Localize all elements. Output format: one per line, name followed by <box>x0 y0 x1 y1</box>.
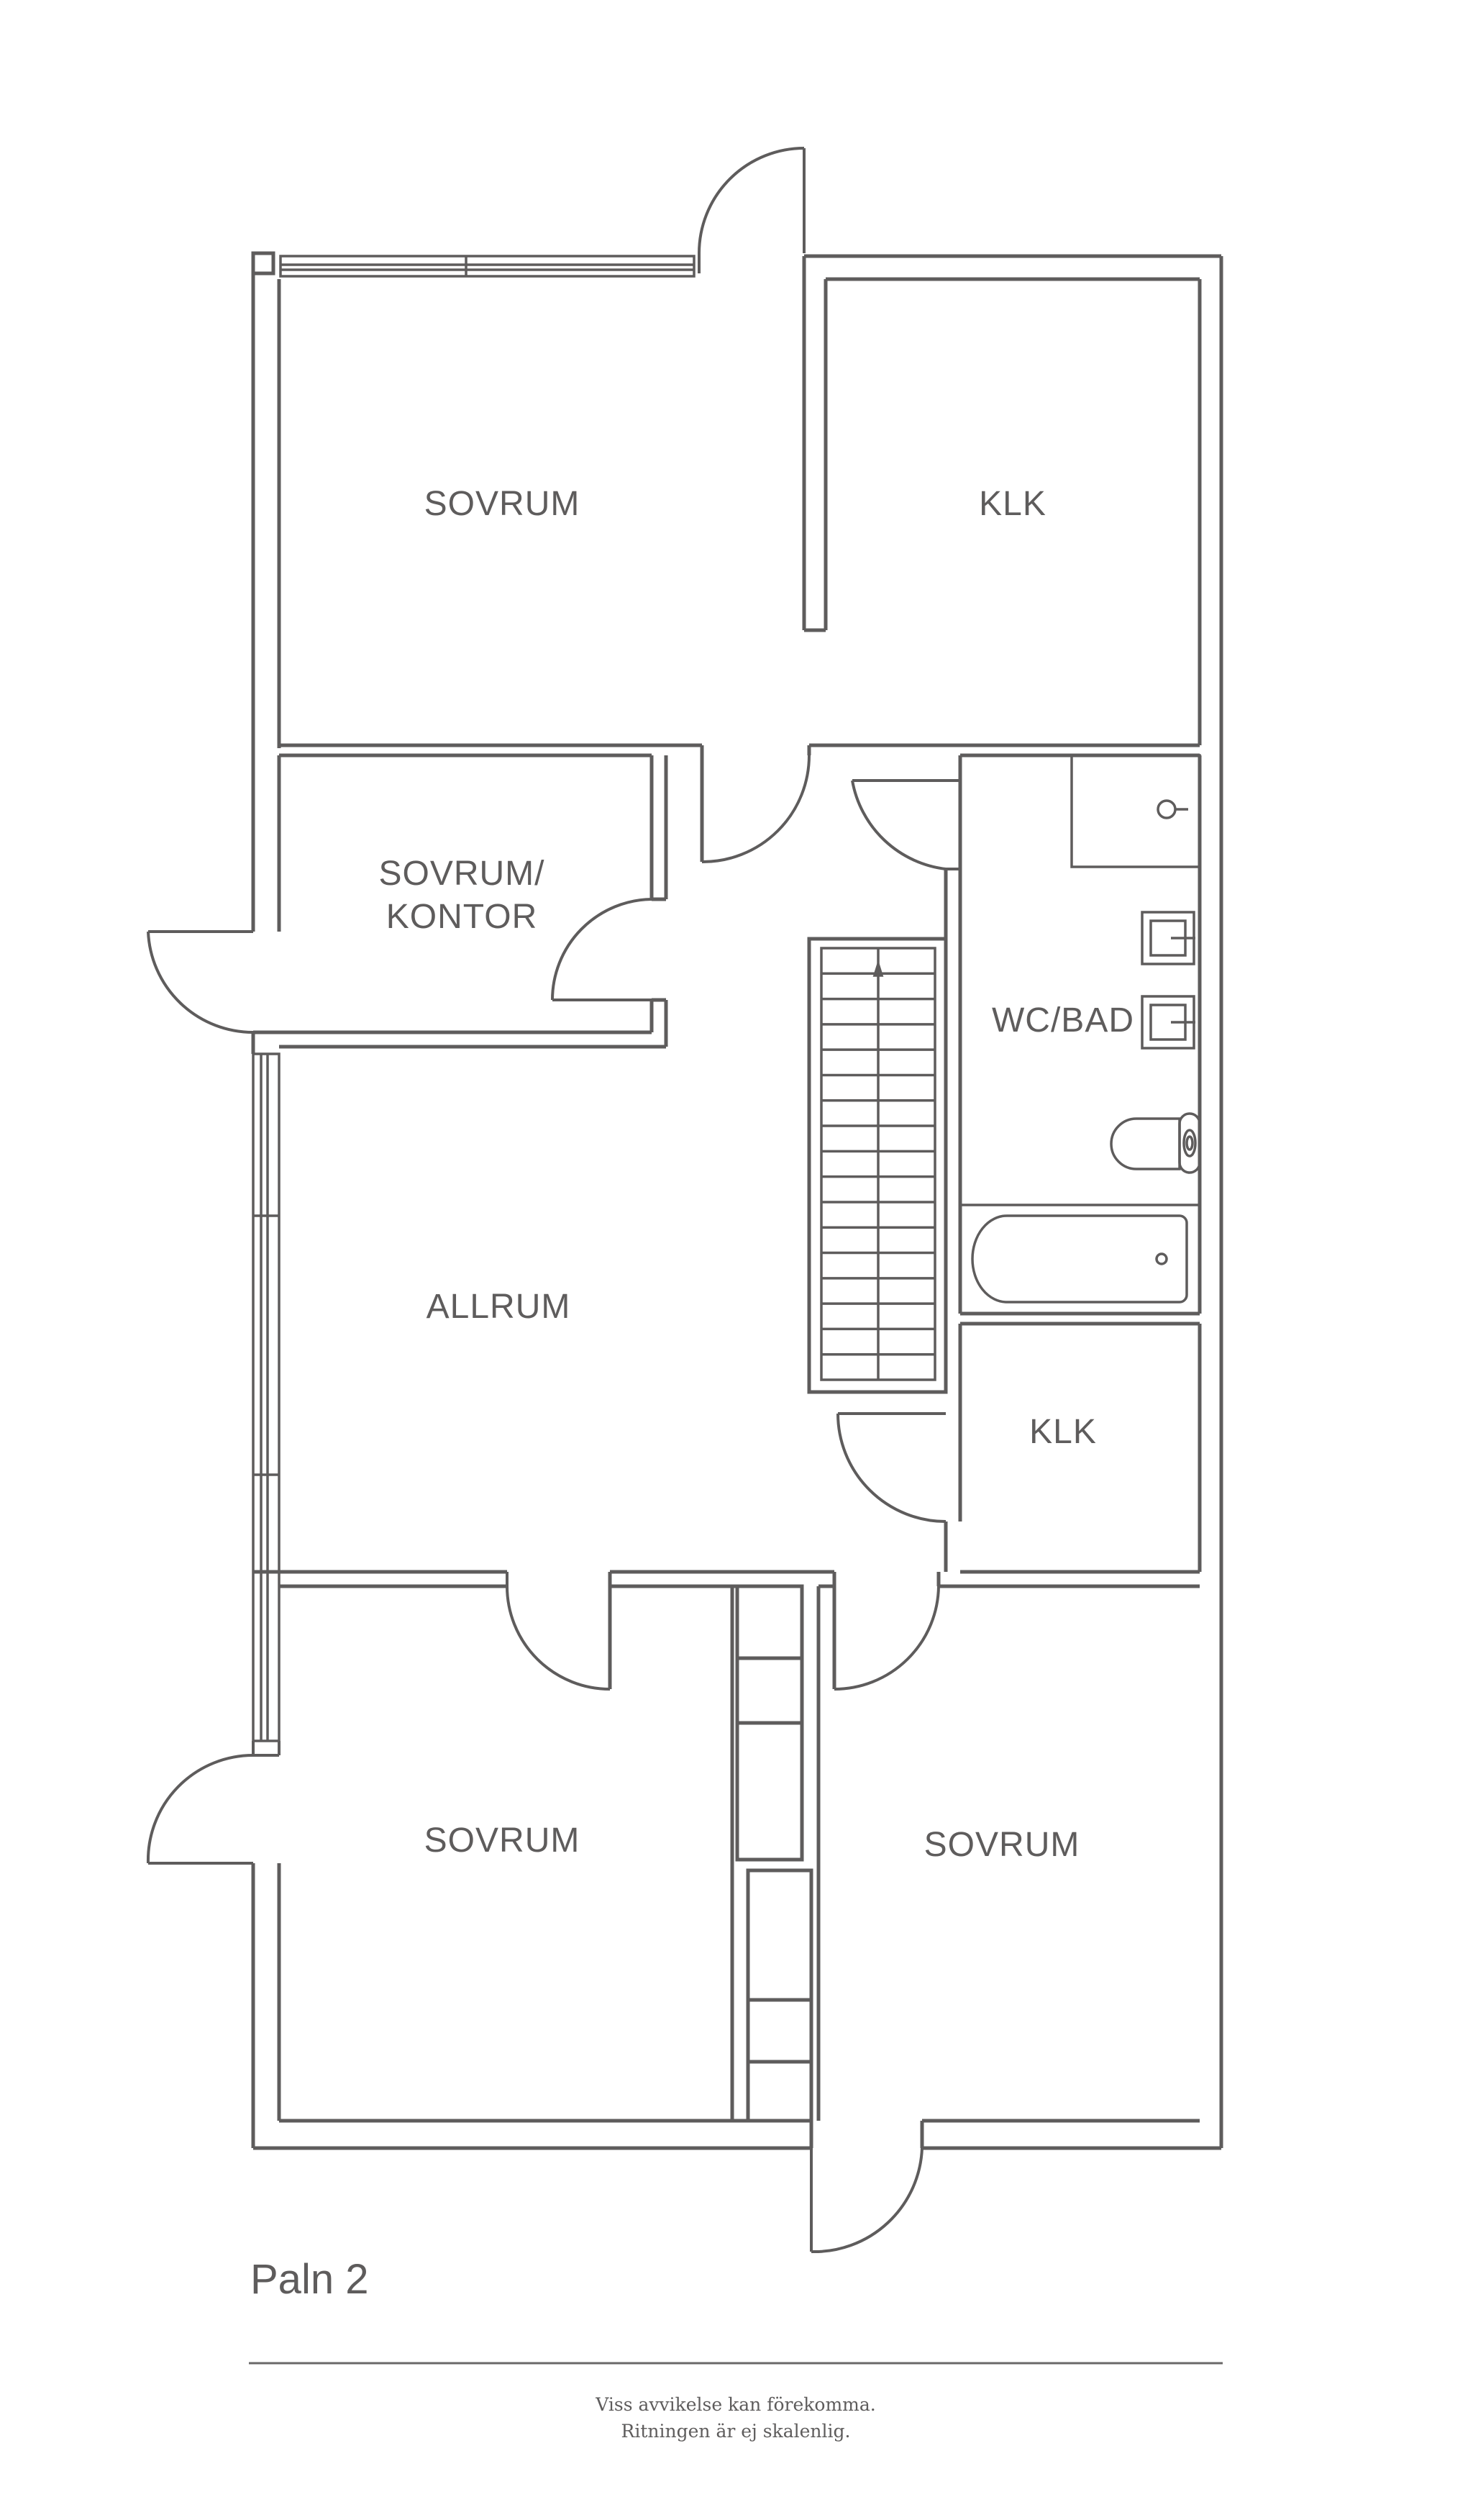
room-label-klk-mid: KLK <box>1029 1413 1097 1451</box>
door-left-lower <box>146 1741 281 1865</box>
room-label-klk-top: KLK <box>979 485 1046 523</box>
sink-icon <box>1141 995 1195 1050</box>
room-label-sovrum-kontor-line2: KONTOR <box>386 898 537 936</box>
door-bottom <box>810 2147 924 2254</box>
room-label-sovrum-top: SOVRUM <box>424 485 580 523</box>
window-left <box>252 1052 281 1742</box>
footer-disclaimer-line1: Viss avvikelse kan förekomma. <box>595 2394 876 2415</box>
door-left-upper <box>147 930 254 1034</box>
door-top <box>698 147 806 273</box>
door-bedroom-bottom-left <box>506 1572 611 1691</box>
footer-disclaimer-line2: Ritningen är ej skalenlig. <box>621 2421 851 2442</box>
staircase <box>820 947 936 1381</box>
sink-icon <box>1141 911 1195 965</box>
room-label-sovrum-kontor-line1: SOVRUM/ <box>378 855 544 893</box>
door-sovrum-kontor <box>551 898 652 1001</box>
wall-corner-top-left <box>251 251 275 276</box>
bathtub-icon <box>960 1204 1200 1304</box>
door-bathroom <box>851 779 960 870</box>
door-hall-north <box>701 755 811 864</box>
interior-walls <box>253 256 1202 2123</box>
door-klk-mid <box>836 1412 947 1523</box>
bathroom-fixtures <box>960 754 1201 1304</box>
room-label-wc-bad: WC/BAD <box>992 1001 1134 1040</box>
exterior-walls <box>251 251 1223 2150</box>
stair-wall <box>807 937 948 1394</box>
shower-icon <box>1070 754 1201 868</box>
wardrobe <box>746 1868 813 2123</box>
room-label-sovrum-bottom-right: SOVRUM <box>924 1826 1080 1864</box>
toilet-icon <box>1110 1112 1201 1174</box>
room-label-allrum: ALLRUM <box>427 1288 571 1326</box>
doors <box>146 147 960 2254</box>
room-label-sovrum-bottom-left: SOVRUM <box>424 1821 580 1860</box>
plan-title: Paln 2 <box>250 2256 368 2303</box>
door-bedroom-bottom-right <box>833 1586 940 1691</box>
stair-arrow-icon <box>872 960 884 977</box>
window-top <box>279 255 696 278</box>
